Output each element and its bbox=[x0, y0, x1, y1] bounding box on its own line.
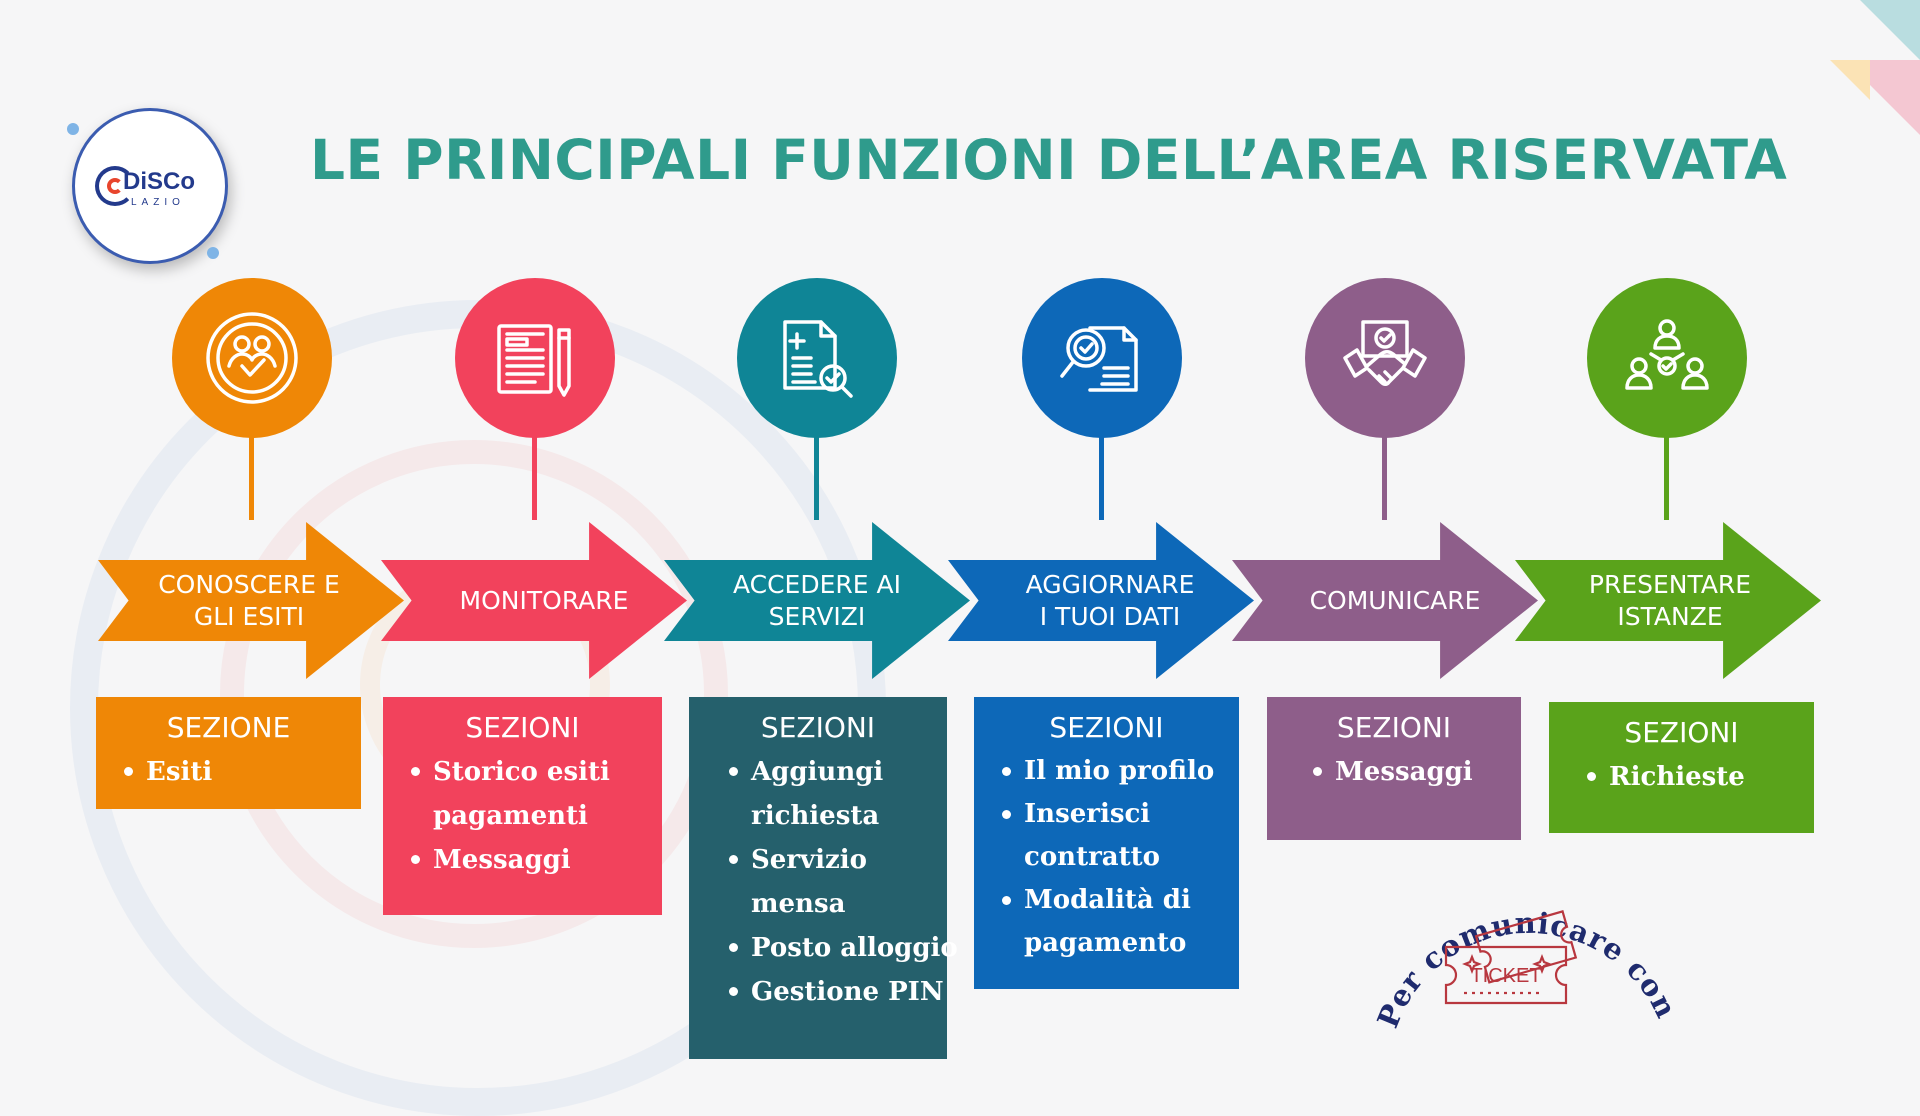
section-heading: SEZIONI bbox=[1336, 711, 1452, 744]
step-6-icon-circle bbox=[1587, 278, 1747, 438]
logo-dot bbox=[67, 123, 79, 135]
document-pencil-icon bbox=[497, 324, 571, 397]
list-item-text: Messaggi bbox=[1335, 757, 1473, 787]
list-item: Messaggi bbox=[411, 838, 662, 882]
step-1-connector bbox=[249, 436, 254, 520]
step-5-connector bbox=[1382, 436, 1387, 520]
step-4-icon-circle bbox=[1022, 278, 1182, 438]
list-item-text: Aggiungi richiesta bbox=[751, 757, 884, 831]
step-1-section-box: SEZIONE Esiti bbox=[96, 697, 361, 809]
list-item: Aggiungi richiesta bbox=[729, 750, 947, 838]
list-item-text: Il mio profilo bbox=[1024, 756, 1215, 786]
step-5-label: COMUNICARE bbox=[1309, 585, 1481, 615]
list-item: Messaggi bbox=[1313, 750, 1521, 794]
list-item: Inserisci contratto bbox=[1002, 793, 1239, 879]
list-item: Il mio profilo bbox=[1002, 750, 1239, 793]
list-item-text: Messaggi bbox=[433, 845, 571, 875]
step-5-icon-circle bbox=[1305, 278, 1465, 438]
section-heading: SEZIONI bbox=[760, 711, 876, 744]
step-6-section-box: SEZIONI Richieste bbox=[1549, 702, 1814, 833]
step-2-section-box: SEZIONI Storico esiti pagamenti Messaggi bbox=[383, 697, 662, 915]
list-item: Esiti bbox=[124, 750, 361, 794]
list-item-text: Richieste bbox=[1609, 762, 1745, 792]
corner-triangle-teal bbox=[1860, 0, 1920, 60]
list-item: Servizio mensa bbox=[729, 838, 947, 926]
logo-mark-icon bbox=[95, 166, 135, 206]
ticket-curved-text: Per comunicare con gli uffici bbox=[1368, 845, 1684, 1033]
ticket-icon bbox=[1444, 910, 1578, 1005]
step-4-connector bbox=[1099, 436, 1104, 520]
corner-triangle-yellow bbox=[1830, 60, 1870, 100]
section-list: Messaggi bbox=[1267, 750, 1521, 794]
ticket-stamp: Per comunicare con gli uffici TICKET bbox=[1368, 845, 1684, 1033]
step-3-label: ACCEDERE AI SERVIZI bbox=[732, 570, 901, 631]
list-item: Posto alloggio bbox=[729, 926, 958, 970]
list-item-text: Storico esiti pagamenti bbox=[433, 757, 610, 831]
step-5-section-box: SEZIONI Messaggi bbox=[1267, 697, 1521, 840]
step-4-label: AGGIORNARE I TUOI DATI bbox=[1025, 570, 1195, 631]
section-list: Storico esiti pagamenti Messaggi bbox=[383, 750, 662, 882]
step-3-icon-circle bbox=[737, 278, 897, 438]
list-item: Gestione PIN bbox=[729, 970, 947, 1014]
section-list: Esiti bbox=[96, 750, 361, 794]
step-3-connector bbox=[814, 436, 819, 520]
section-heading: SEZIONI bbox=[1624, 716, 1739, 749]
ticket-label: TICKET bbox=[1470, 965, 1541, 987]
list-item-text: Modalità di pagamento bbox=[1024, 885, 1191, 958]
page-title: LE PRINCIPALI FUNZIONI DELL’AREA RISERVA… bbox=[310, 128, 1788, 192]
section-list: Richieste bbox=[1549, 755, 1814, 799]
step-2-label: MONITORARE bbox=[459, 585, 629, 615]
section-heading: SEZIONI bbox=[465, 711, 580, 744]
logo-name: DiSCo bbox=[123, 168, 195, 195]
section-heading: SEZIONE bbox=[166, 711, 291, 744]
step-2-connector bbox=[532, 436, 537, 520]
step-4-section-box: SEZIONI Il mio profilo Inserisci contrat… bbox=[974, 697, 1239, 989]
handshake-icon bbox=[1343, 320, 1427, 386]
list-item: Richieste bbox=[1587, 755, 1814, 799]
section-list: Aggiungi richiesta Servizio mensa Posto … bbox=[689, 750, 958, 1014]
step-6-label: PRESENTARE ISTANZE bbox=[1588, 570, 1752, 631]
section-heading: SEZIONI bbox=[1049, 711, 1164, 744]
step-1-icon-circle bbox=[172, 278, 332, 438]
logo-dot bbox=[207, 247, 219, 259]
disco-lazio-logo: DiSCo LAZIO bbox=[67, 108, 228, 264]
people-heart-icon bbox=[206, 312, 298, 404]
list-item-text: Servizio mensa bbox=[751, 845, 867, 919]
list-item: Modalità di pagamento bbox=[1002, 879, 1239, 965]
list-item-text: Posto alloggio bbox=[751, 933, 958, 963]
step-3-section-box: SEZIONI Aggiungi richiesta Servizio mens… bbox=[689, 697, 958, 1059]
logo-subtitle: LAZIO bbox=[131, 197, 185, 208]
step-2-icon-circle bbox=[455, 278, 615, 438]
step-1-label: CONOSCERE E GLI ESITI bbox=[158, 570, 340, 631]
section-list: Il mio profilo Inserisci contratto Modal… bbox=[974, 750, 1239, 965]
list-item-text: Inserisci contratto bbox=[1024, 799, 1160, 872]
list-item: Storico esiti pagamenti bbox=[411, 750, 662, 838]
list-item-text: Gestione PIN bbox=[751, 977, 944, 1007]
list-item-text: Esiti bbox=[146, 757, 213, 787]
search-document-icon bbox=[1060, 326, 1138, 392]
document-search-icon bbox=[783, 320, 853, 398]
step-6-connector bbox=[1664, 436, 1669, 520]
team-check-icon bbox=[1625, 319, 1709, 390]
